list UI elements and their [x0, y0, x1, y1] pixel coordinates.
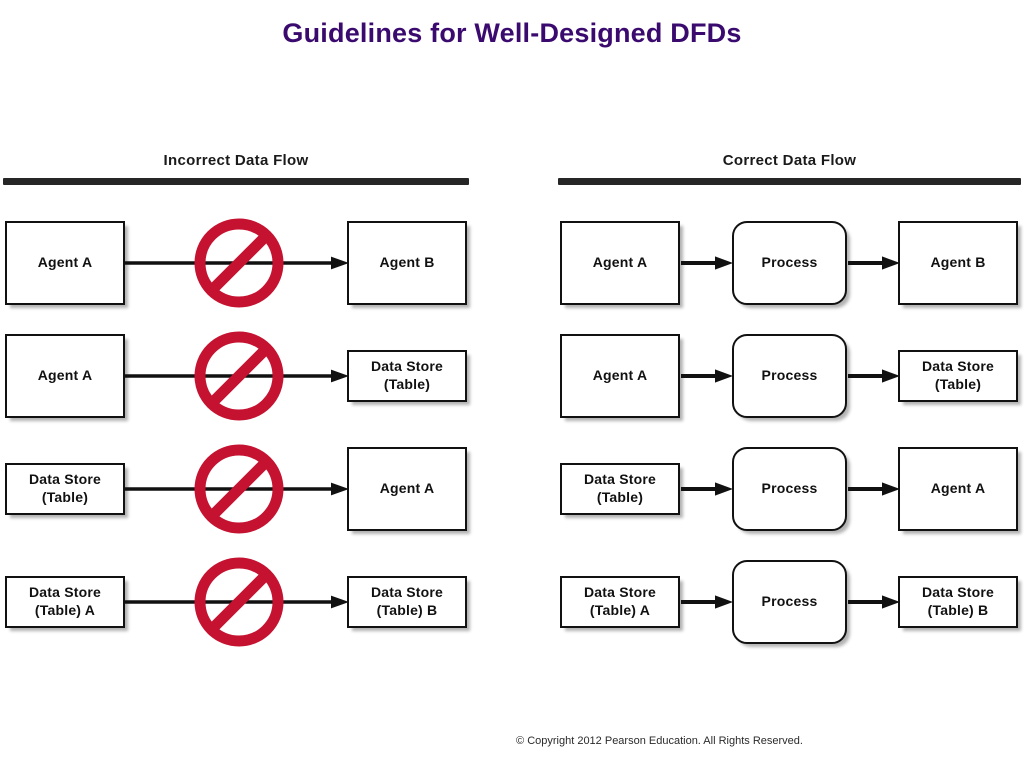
correct-column-header: Correct Data Flow	[722, 152, 857, 169]
node-label: Agent A	[37, 253, 93, 270]
data-flow-arrow	[125, 595, 349, 609]
flow-row: Data Store (Table) Process Agent A	[558, 432, 1021, 545]
node-label: Process	[761, 479, 818, 496]
data-flow-arrow	[848, 255, 900, 270]
correct-data-flow-column: Correct Data Flow Agent A Process	[558, 150, 1021, 658]
node-label: Data Store (Table)	[921, 358, 995, 392]
node-label: Data Store (Table)	[28, 471, 102, 505]
node-source[interactable]: Agent A	[560, 333, 680, 418]
node-label: Agent A	[379, 479, 435, 496]
node-label: Agent A	[930, 479, 986, 496]
flow-row: Data Store (Table) Agent A	[3, 432, 469, 545]
node-source[interactable]: Data Store (Table)	[5, 462, 125, 515]
node-label: Data Store (Table)	[370, 358, 444, 392]
flow-row: Agent A Process Data Store (Table)	[558, 319, 1021, 432]
node-target[interactable]: Agent B	[347, 220, 467, 305]
flow-row: Agent A Agent B	[3, 206, 469, 319]
flow-row: Data Store (Table) A Data Store (Table) …	[3, 545, 469, 658]
copyright-notice: © Copyright 2012 Pearson Education. All …	[516, 735, 803, 747]
node-label: Process	[761, 253, 818, 270]
node-source[interactable]: Data Store (Table)	[560, 462, 680, 515]
incorrect-rows: Agent A Agent B Agent A	[3, 206, 469, 658]
node-process[interactable]: Process	[732, 220, 847, 305]
node-label: Process	[761, 366, 818, 383]
flow-row: Agent A Process Agent B	[558, 206, 1021, 319]
node-target[interactable]: Agent A	[898, 446, 1018, 531]
node-target[interactable]: Agent B	[898, 220, 1018, 305]
flow-row: Agent A Data Store (Table)	[3, 319, 469, 432]
incorrect-data-flow-column: Incorrect Data Flow Agent A Agent B	[3, 150, 469, 658]
node-process[interactable]: Process	[732, 333, 847, 418]
node-label: Agent A	[592, 253, 648, 270]
data-flow-arrow	[681, 594, 733, 609]
node-label: Agent B	[930, 253, 986, 270]
node-label: Data Store (Table) A	[583, 584, 657, 618]
node-label: Agent B	[379, 253, 435, 270]
data-flow-arrow	[681, 368, 733, 383]
node-source[interactable]: Data Store (Table) A	[560, 575, 680, 628]
node-target[interactable]: Data Store (Table) B	[347, 575, 467, 628]
node-label: Process	[761, 592, 818, 609]
data-flow-arrow	[681, 255, 733, 270]
incorrect-column-divider	[3, 178, 469, 185]
correct-rows: Agent A Process Agent B	[558, 206, 1021, 658]
page-title: Guidelines for Well-Designed DFDs	[282, 18, 742, 48]
node-label: Agent A	[37, 366, 93, 383]
node-label: Agent A	[592, 366, 648, 383]
node-target[interactable]: Agent A	[347, 446, 467, 531]
data-flow-arrow	[848, 368, 900, 383]
node-source[interactable]: Agent A	[5, 333, 125, 418]
data-flow-arrow	[848, 594, 900, 609]
correct-column-divider	[558, 178, 1021, 185]
node-source[interactable]: Agent A	[5, 220, 125, 305]
data-flow-arrow	[681, 481, 733, 496]
node-source[interactable]: Agent A	[560, 220, 680, 305]
node-process[interactable]: Process	[732, 559, 847, 644]
node-process[interactable]: Process	[732, 446, 847, 531]
node-label: Data Store (Table) B	[921, 584, 995, 618]
node-label: Data Store (Table)	[583, 471, 657, 505]
incorrect-column-header: Incorrect Data Flow	[163, 152, 309, 169]
data-flow-arrow	[125, 256, 349, 270]
data-flow-arrow	[848, 481, 900, 496]
node-label: Data Store (Table) B	[370, 584, 444, 618]
data-flow-arrow	[125, 369, 349, 383]
node-target[interactable]: Data Store (Table)	[347, 349, 467, 402]
node-target[interactable]: Data Store (Table)	[898, 349, 1018, 402]
node-source[interactable]: Data Store (Table) A	[5, 575, 125, 628]
flow-row: Data Store (Table) A Process Data Store …	[558, 545, 1021, 658]
node-target[interactable]: Data Store (Table) B	[898, 575, 1018, 628]
node-label: Data Store (Table) A	[28, 584, 102, 618]
data-flow-arrow	[125, 482, 349, 496]
